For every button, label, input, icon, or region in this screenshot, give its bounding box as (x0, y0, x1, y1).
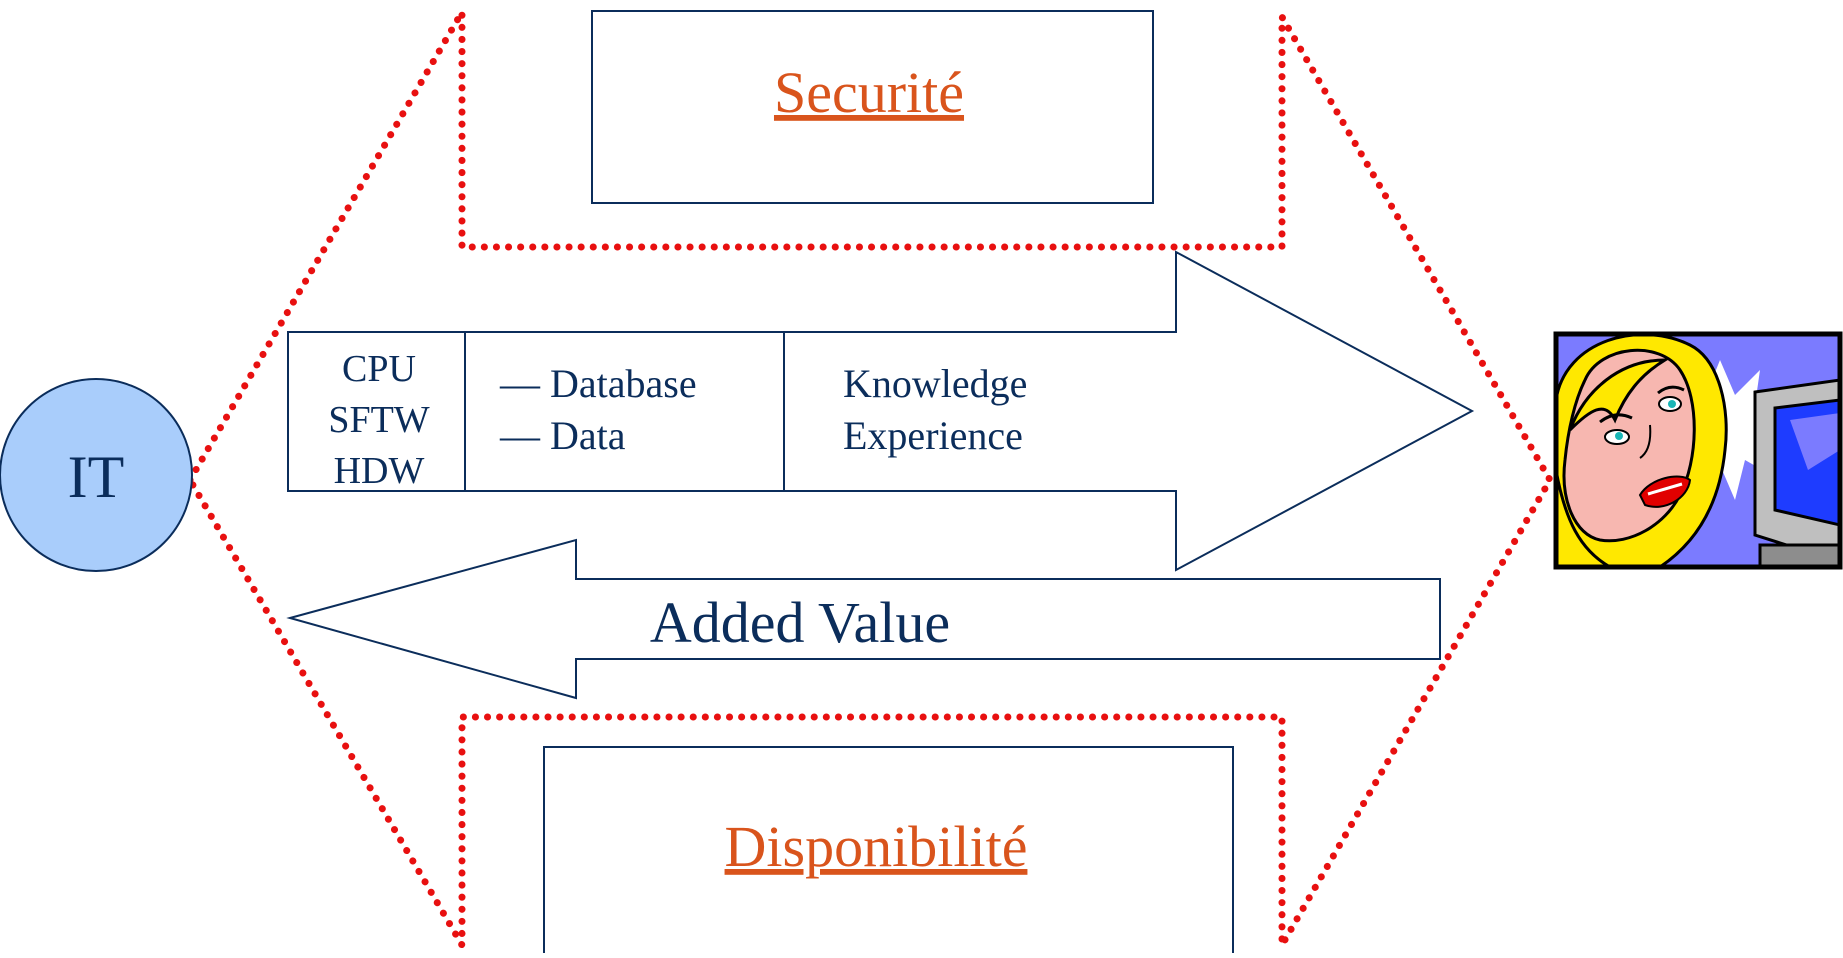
cell-hdw: HDW (334, 450, 425, 492)
it-circle (0, 378, 193, 572)
cell-sftw: SFTW (328, 399, 429, 441)
cell-database: — Database (499, 361, 697, 406)
cell-experience: Experience (843, 413, 1023, 458)
cell-cpu: CPU (342, 348, 416, 390)
cell-knowledge: Knowledge (843, 361, 1027, 406)
it-label: IT (68, 444, 125, 510)
cell-data: — Data (499, 413, 626, 458)
forward-arrow (287, 250, 1475, 572)
disponibilite-box (543, 746, 1234, 958)
scope-boundary (185, 0, 1555, 958)
added-value-label: Added Value (650, 590, 950, 655)
disponibilite-label: Disponibilité (725, 814, 1028, 879)
back-arrow (286, 538, 1441, 700)
woman-at-computer-icon (1553, 331, 1843, 570)
securite-box (591, 10, 1154, 204)
securite-label: Securité (774, 60, 964, 125)
